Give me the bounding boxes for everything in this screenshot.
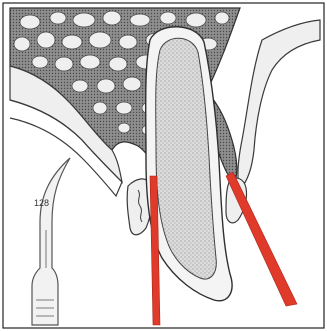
instrument-label: 128 — [34, 198, 49, 208]
